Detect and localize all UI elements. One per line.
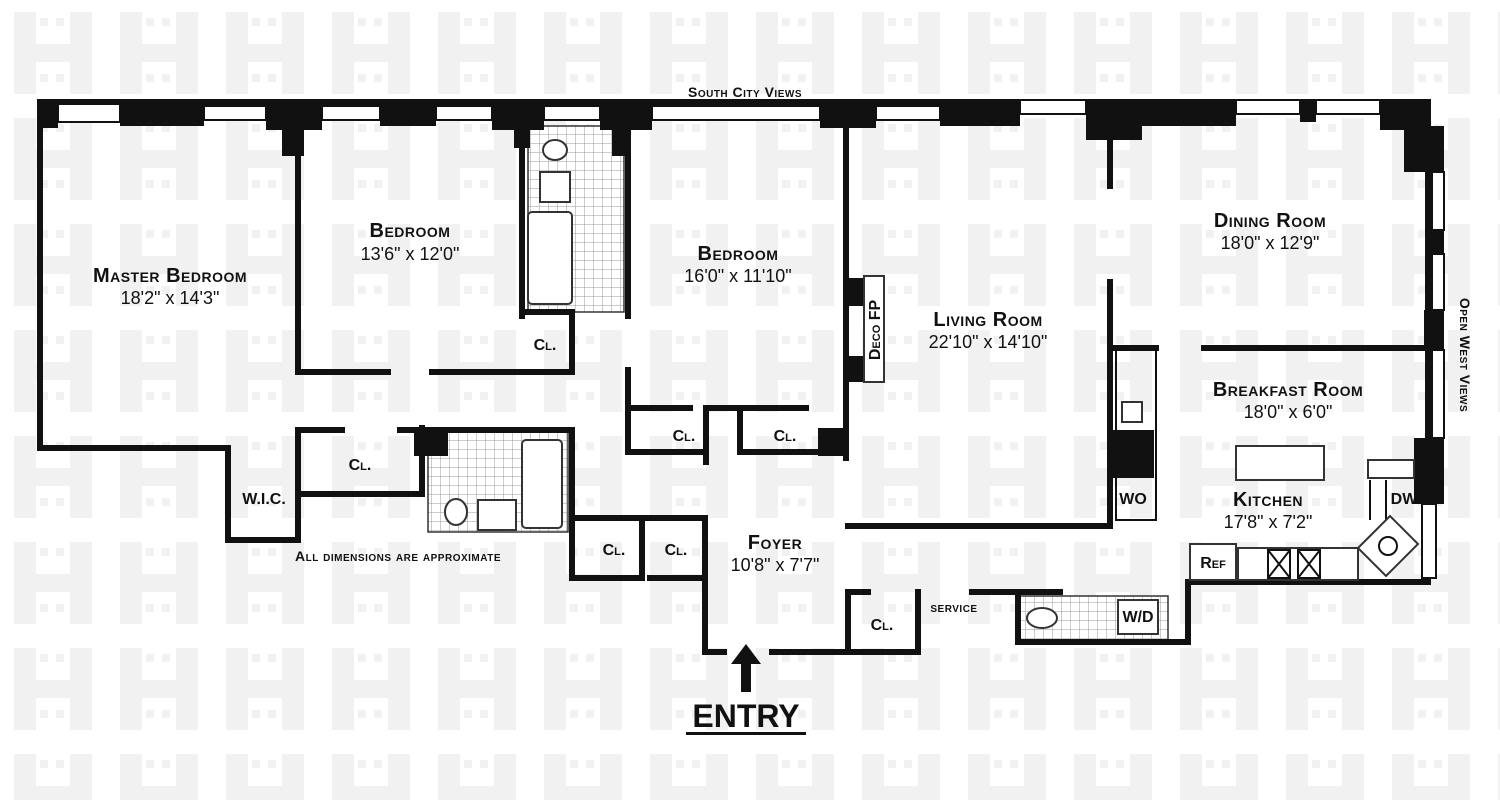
walls bbox=[37, 99, 1431, 655]
room-dims-master-bedroom: 18'2" x 14'3" bbox=[121, 288, 220, 308]
room-dims-bedroom-2: 13'6" x 12'0" bbox=[361, 244, 460, 264]
wic-label: W.I.C. bbox=[242, 491, 286, 508]
room-dims-kitchen: 17'8" x 7'2" bbox=[1224, 512, 1313, 532]
fireplace bbox=[863, 275, 885, 383]
room-dims-living-room: 22'10" x 14'10" bbox=[929, 332, 1048, 352]
wall-oven-label: WO bbox=[1119, 491, 1147, 508]
bathroom-lower bbox=[427, 431, 569, 533]
closet-label: Cl. bbox=[665, 542, 688, 559]
room-name-kitchen: Kitchen bbox=[1233, 489, 1303, 511]
closet-label: Cl. bbox=[774, 428, 797, 445]
room-dims-dining-room: 18'0" x 12'9" bbox=[1221, 233, 1320, 253]
entry-arrow-icon bbox=[731, 644, 761, 692]
closet-label: Cl. bbox=[534, 337, 557, 354]
wall-piers bbox=[40, 100, 1444, 504]
dimensions-note: All dimensions are approximate bbox=[295, 548, 501, 564]
room-name-bedroom-2: Bedroom bbox=[370, 220, 451, 242]
closet-label: Cl. bbox=[603, 542, 626, 559]
room-name-foyer: Foyer bbox=[748, 532, 802, 554]
room-name-bedroom-3: Bedroom bbox=[698, 243, 779, 265]
kitchen-fixtures bbox=[1115, 350, 1420, 581]
room-name-master-bedroom: Master Bedroom bbox=[93, 265, 247, 287]
closet-label: Cl. bbox=[673, 428, 696, 445]
dishwasher-label: DW bbox=[1391, 491, 1419, 508]
washer-dryer-label: W/D bbox=[1122, 609, 1153, 626]
room-dims-breakfast-room: 18'0" x 6'0" bbox=[1244, 402, 1333, 422]
laundry-area bbox=[1017, 595, 1169, 641]
service-label: service bbox=[930, 599, 977, 615]
room-name-living-room: Living Room bbox=[933, 309, 1042, 331]
windows bbox=[57, 99, 1445, 579]
south-views-label: South City Views bbox=[688, 84, 802, 100]
closet-label: Cl. bbox=[871, 617, 894, 634]
room-dims-bedroom-3: 16'0" x 11'10" bbox=[684, 266, 791, 286]
entry-underline bbox=[686, 732, 806, 735]
entry-label: ENTRY bbox=[692, 698, 799, 734]
bathroom-upper bbox=[527, 125, 625, 313]
west-views-label: Open West Views bbox=[1457, 298, 1473, 412]
room-name-breakfast-room: Breakfast Room bbox=[1213, 379, 1363, 401]
closet-label: Cl. bbox=[349, 457, 372, 474]
room-dims-foyer: 10'8" x 7'7" bbox=[731, 555, 820, 575]
fireplace-label: Deco FP bbox=[867, 300, 884, 361]
refrigerator-label: Ref bbox=[1200, 555, 1226, 572]
room-name-dining-room: Dining Room bbox=[1214, 210, 1326, 232]
